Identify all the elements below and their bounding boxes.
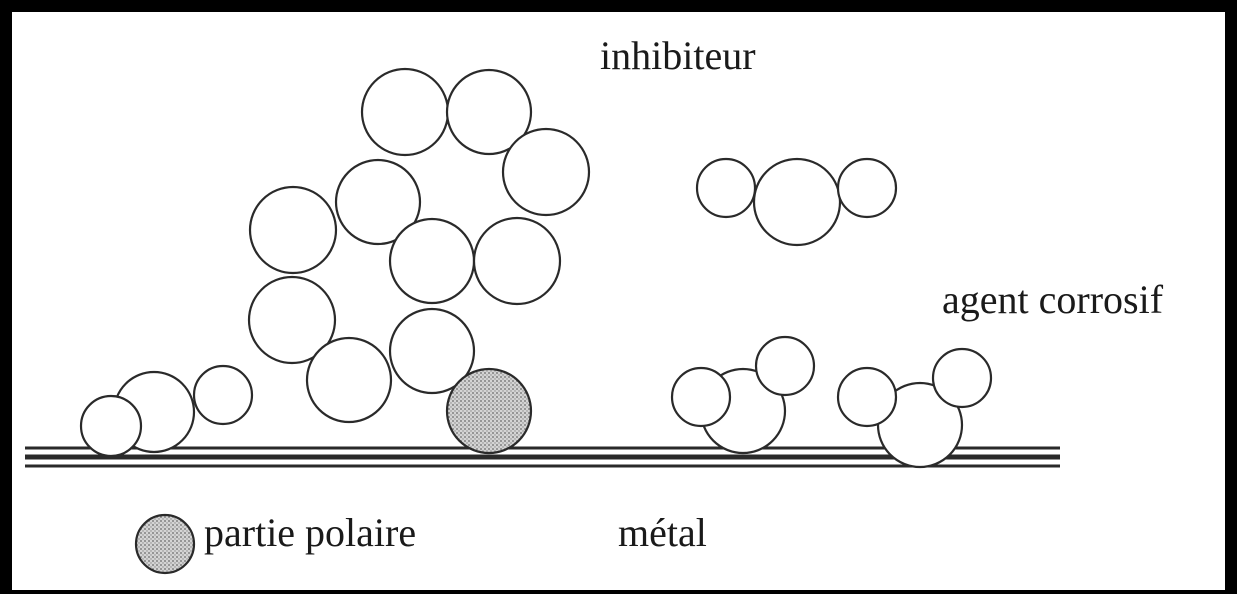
- inhibitor-polar-head: [447, 369, 531, 453]
- inhibitor-label: inhibiteur: [600, 36, 756, 76]
- corrosive-agent-label: agent corrosif: [942, 280, 1163, 320]
- metal-label: métal: [618, 513, 707, 553]
- polar-part-label: partie polaire: [204, 513, 416, 553]
- polar-part-legend-swatch: [136, 515, 194, 573]
